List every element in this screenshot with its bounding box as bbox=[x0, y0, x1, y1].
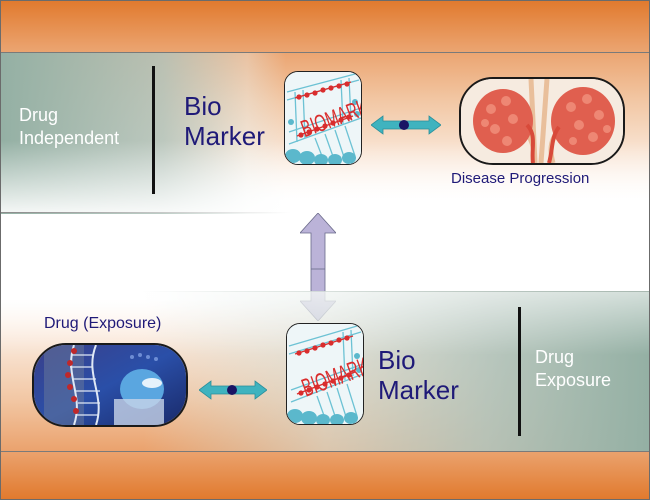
drug-independent-label: Drug Independent bbox=[19, 104, 119, 150]
disease-progression-image bbox=[459, 77, 625, 165]
kidney-icon bbox=[461, 79, 623, 163]
top-horizontal-double-arrow-icon bbox=[371, 115, 441, 135]
top-biomarker-label: Bio Marker bbox=[184, 91, 265, 151]
drug-exposure-line-2: Exposure bbox=[535, 370, 612, 390]
dna-biomarker-icon: BIOMARKER bbox=[287, 324, 363, 424]
vertical-double-arrow-icon bbox=[300, 213, 336, 321]
drug-exposure-label: Drug Exposure bbox=[535, 346, 611, 392]
drug-independent-line-1: Drug bbox=[19, 105, 59, 125]
bottom-divider bbox=[518, 307, 521, 436]
drug-exposure-image bbox=[32, 343, 188, 427]
lab-dna-hand-icon bbox=[34, 345, 186, 425]
bottom-biomarker-line-1: Bio bbox=[378, 345, 416, 375]
disease-progression-caption: Disease Progression bbox=[451, 170, 590, 187]
bottom-horizontal-double-arrow-icon bbox=[199, 380, 267, 400]
drug-independent-line-2: Independent bbox=[19, 128, 120, 148]
top-divider bbox=[152, 66, 155, 194]
bottom-banner-edge bbox=[141, 291, 649, 292]
dna-biomarker-icon: BIOMARKER bbox=[285, 72, 361, 164]
bottom-biomarker-line-2: Marker bbox=[378, 375, 459, 405]
drug-exposure-caption: Drug (Exposure) bbox=[44, 315, 162, 332]
top-biomarker-line-1: Bio bbox=[184, 91, 222, 121]
drug-exposure-line-1: Drug bbox=[535, 347, 575, 367]
top-banner-edge bbox=[1, 212, 291, 213]
bottom-biomarker-image: BIOMARKER bbox=[286, 323, 364, 425]
top-biomarker-line-2: Marker bbox=[184, 121, 265, 151]
bottom-biomarker-label: Bio Marker bbox=[378, 345, 459, 405]
top-biomarker-image: BIOMARKER bbox=[284, 71, 362, 165]
